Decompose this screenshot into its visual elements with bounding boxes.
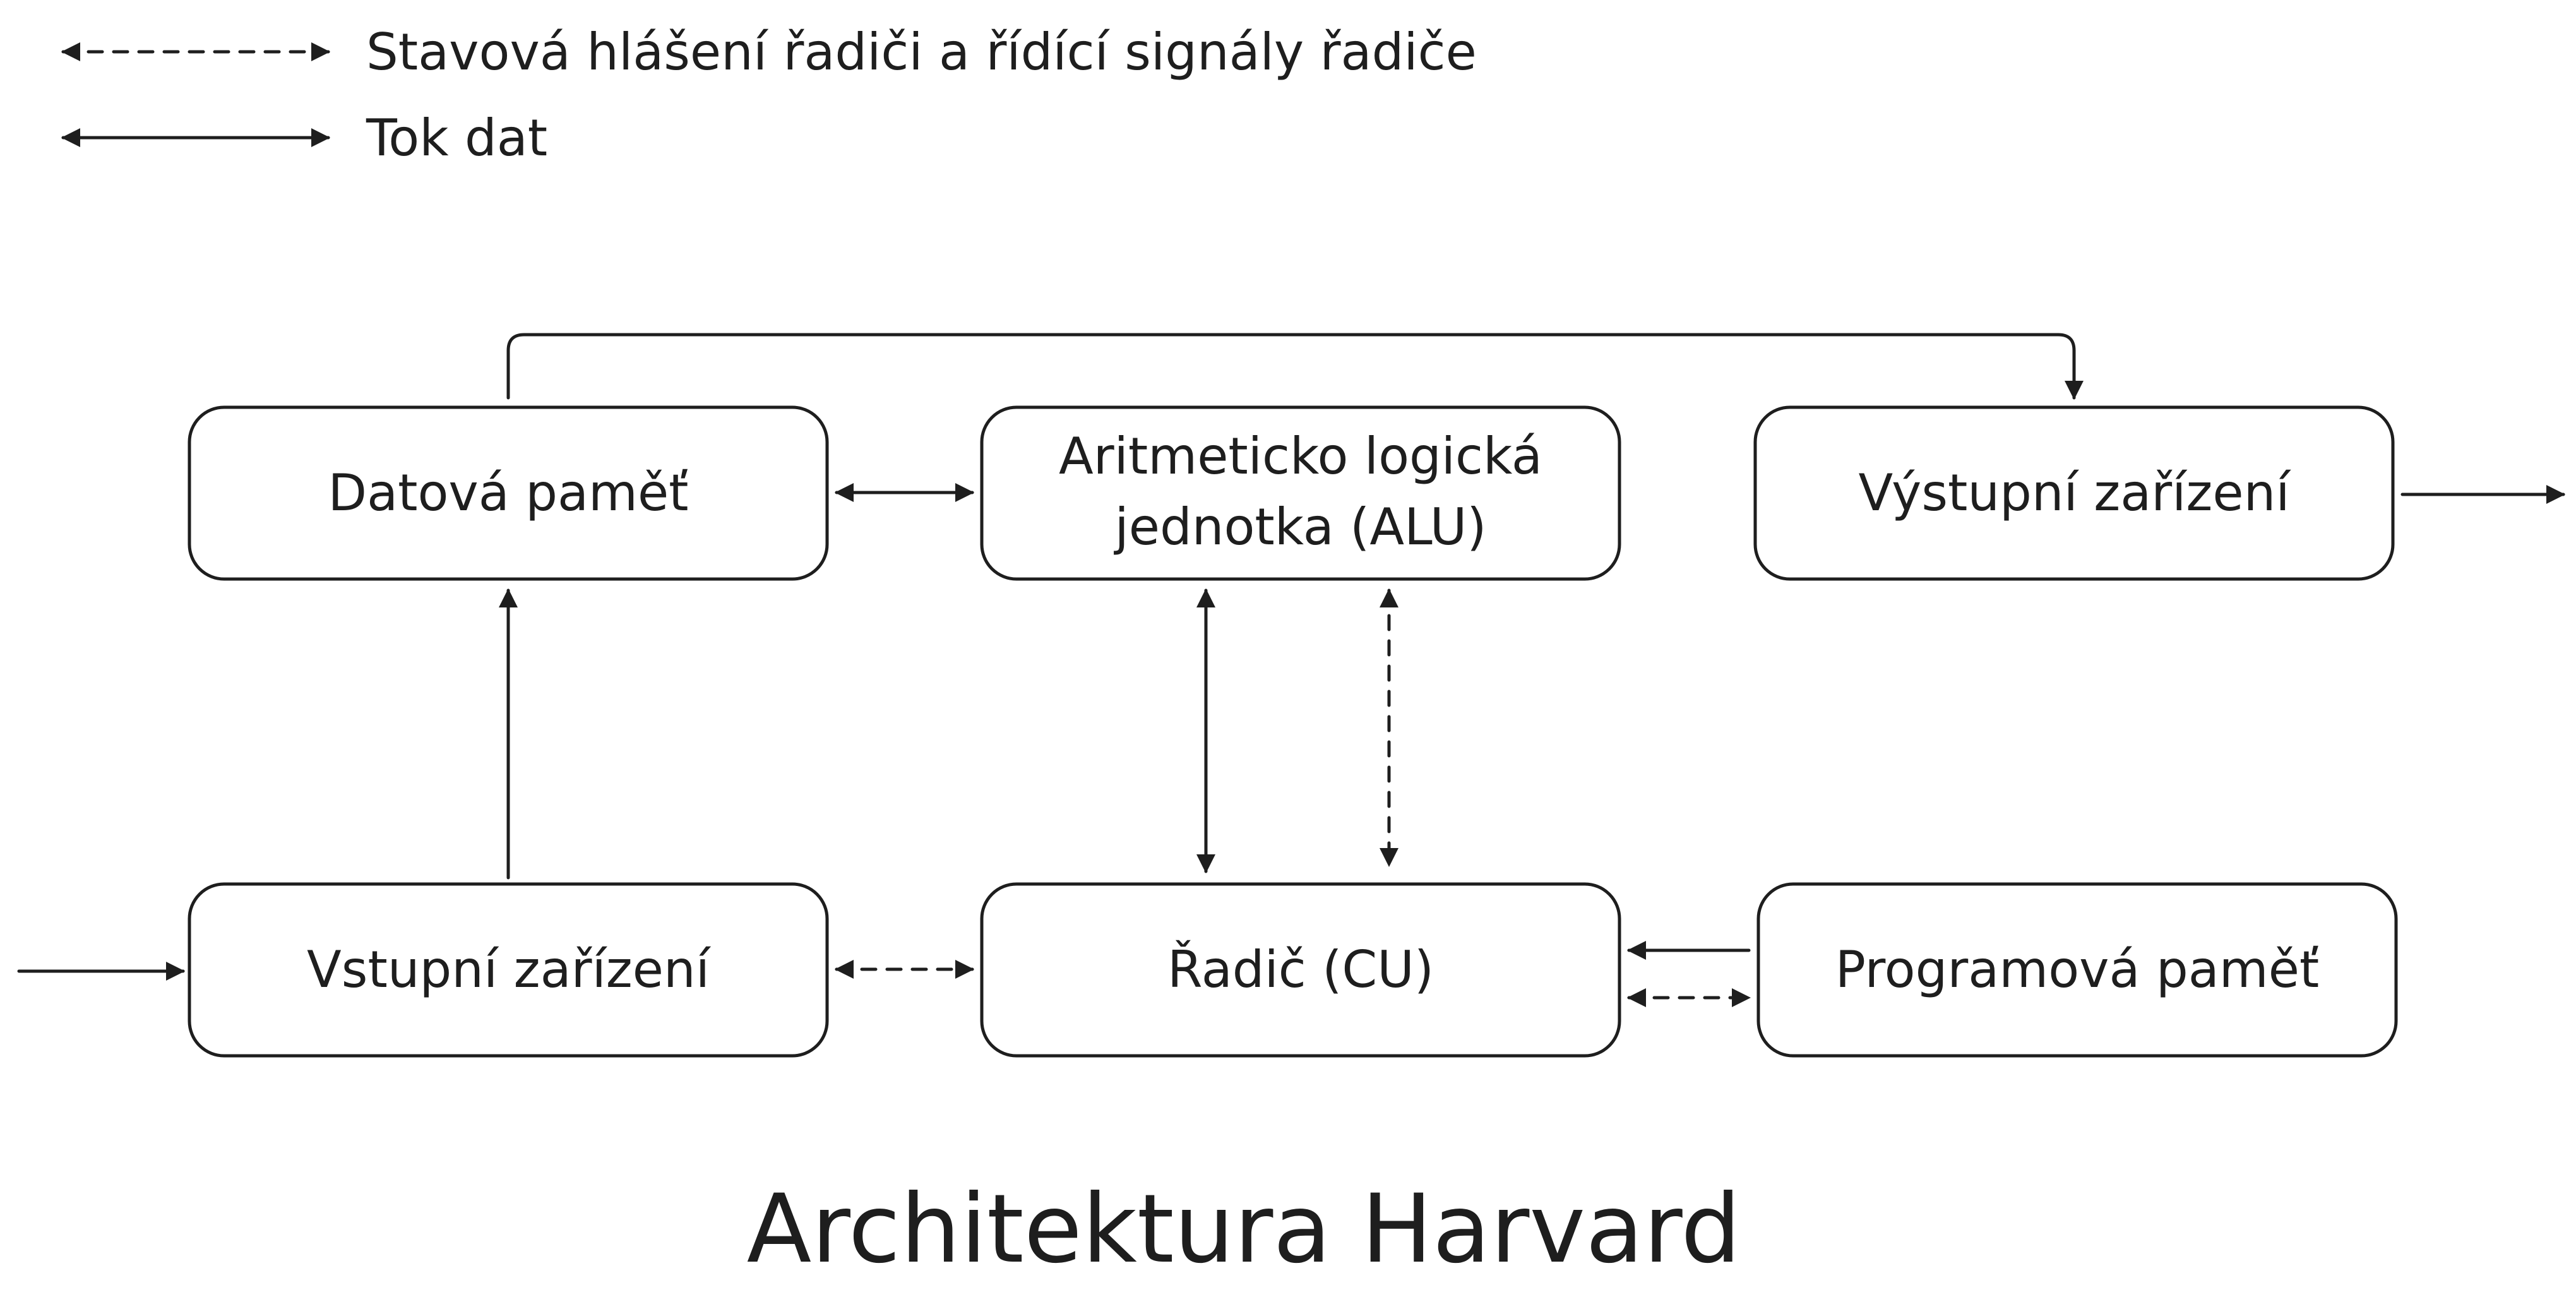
node-control-unit: Řadič (CU)	[980, 882, 1621, 1058]
node-input-device-label: Vstupní zařízení	[307, 940, 712, 999]
node-output-device-label: Výstupní zařízení	[1858, 463, 2291, 522]
legend-solid-label: Tok dat	[366, 109, 547, 167]
diagram-title: Architektura Harvard	[747, 1175, 1741, 1284]
node-control-unit-label: Řadič (CU)	[1167, 940, 1434, 999]
node-data-memory: Datová paměť	[188, 405, 829, 581]
node-alu-label-line1: Aritmeticko logická	[1059, 427, 1542, 486]
arrow-data-memory-to-output	[506, 333, 2084, 400]
legend: Stavová hlášení řadiči a řídící signály …	[61, 23, 1477, 167]
node-program-memory-label: Programová paměť	[1835, 940, 2320, 999]
legend-dashed-label: Stavová hlášení řadiči a řídící signály …	[366, 23, 1477, 81]
node-program-memory: Programová paměť	[1756, 882, 2398, 1058]
node-alu: Aritmeticko logická jednotka (ALU)	[980, 405, 1621, 581]
node-output-device: Výstupní zařízení	[1753, 405, 2395, 581]
node-data-memory-label: Datová paměť	[328, 463, 688, 522]
node-alu-label-line2: jednotka (ALU)	[1114, 498, 1487, 556]
node-input-device: Vstupní zařízení	[188, 882, 829, 1058]
